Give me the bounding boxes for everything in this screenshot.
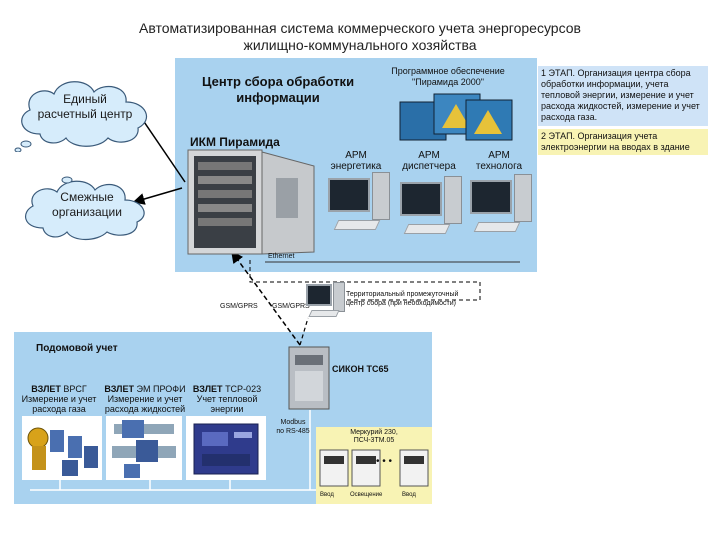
cloud-adjacent-text: Смежные организации [52,190,122,219]
link-territorial-center [249,258,481,301]
arm-technologist-label: АРМ технолога [475,150,523,172]
device-em-profi-image [106,416,182,480]
link-adjacent-arrow [132,187,183,205]
device-vrsg-image [22,416,102,480]
house-metering-title: Подомовой учет [36,343,118,354]
meters-ellipsis: • • • [376,456,393,467]
title-line-2: жилищно-коммунального хозяйства [243,37,477,53]
stage1-note: 1 ЭТАП. Организация центра сбора обработ… [538,66,708,126]
device-em-profi-title: ВЗЛЕТ ЭМ ПРОФИ Измерение и учет расхода … [104,384,186,414]
device-tsr-image [186,416,266,480]
ikm-label: ИКМ Пирамида [190,135,280,149]
cloud-settlement-text: Единый расчетный центр [37,92,133,121]
link-gsm-territorial [299,317,309,346]
arm-energetic-label: АРМ энергетика [330,150,382,172]
ethernet-label: Ethernet [268,253,295,260]
stage2-note: 2 ЭТАП. Организация учета электроэнергии… [538,129,708,155]
server-cabinet-image [187,149,315,255]
device-tsr-title: ВЗЛЕТ ТСР-023 Учет тепловой энергии [192,384,262,414]
software-label: Программное обеспечение "Пирамида 2000" [391,66,505,87]
gsm-label-2: GSM/GPRS [272,303,310,310]
diagram-title: Автоматизированная система коммерческого… [0,20,720,54]
cloud-settlement-center [14,81,148,152]
territorial-center-label: Территориальный промежуточный центр сбор… [346,291,459,307]
sikon-label: СИКОН ТС65 [332,364,389,374]
gsm-label-1: GSM/GPRS [220,303,258,310]
sikon-controller-image [288,346,330,410]
device-vrsg-title: ВЗЛЕТ ВРСГ Измерение и учет расхода газа [21,384,97,414]
meter-label-lighting: Освещение [350,492,383,498]
meter-label-input-1: Ввод [320,492,334,498]
title-line-1: Автоматизированная система коммерческого… [139,20,581,36]
cloud-adjacent-orgs [25,176,145,241]
arm-dispatcher-label: АРМ диспетчера [402,150,456,172]
mercury-meters-label: Меркурий 230, ПСЧ-3ТМ.05 [350,429,398,444]
modbus-label: Modbus по RS-485 [276,419,310,435]
meter-label-input-2: Ввод [402,492,416,498]
link-gsm-arrow [231,250,301,346]
software-boxes-image [399,93,513,141]
electricity-meters-image [319,449,429,487]
center-title: Центр сбора обработки информации [201,74,355,105]
